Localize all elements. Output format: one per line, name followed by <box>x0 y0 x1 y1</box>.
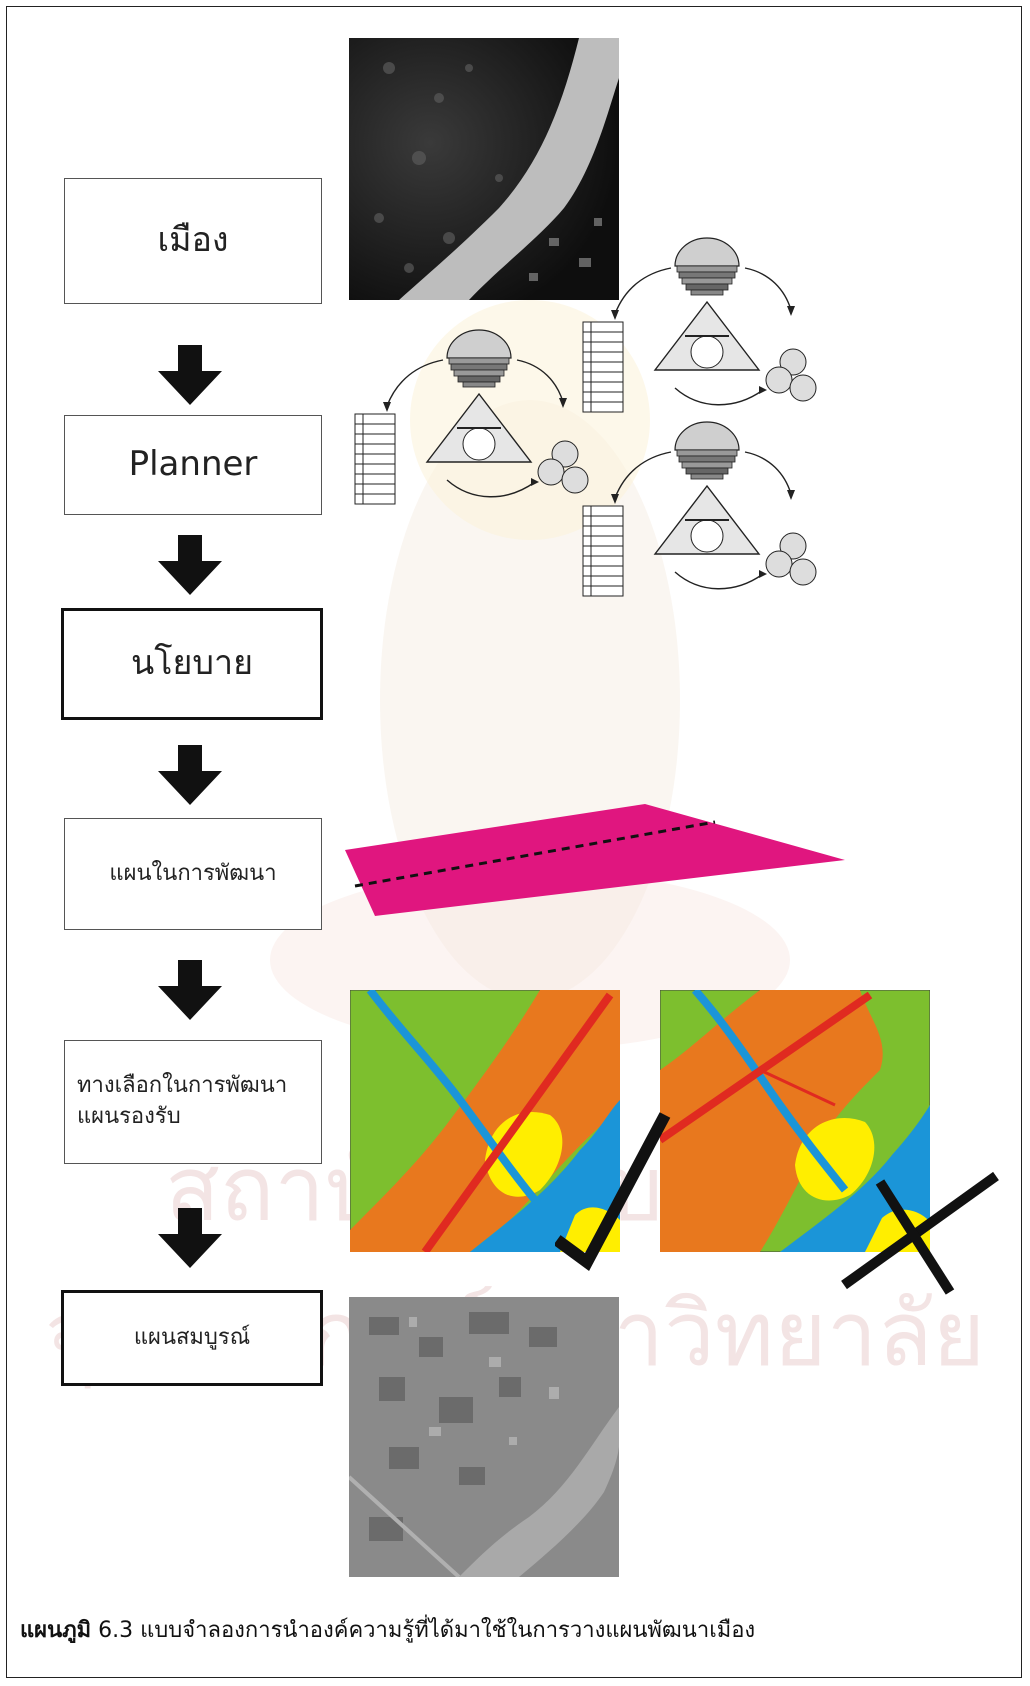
down-arrow-icon <box>158 345 222 405</box>
check-mark-icon <box>555 1112 671 1271</box>
box-alternatives: ทางเลือกในการพัฒนา แผนรองรับ <box>64 1040 322 1164</box>
box-complete-plan: แผนสมบูรณ์ <box>61 1290 323 1386</box>
planner-diagram-group <box>354 237 817 597</box>
box-dev-plan-label: แผนในการพัฒนา <box>109 860 277 886</box>
box-complete-plan-label: แผนสมบูรณ์ <box>133 1324 251 1350</box>
figure-caption: แผนภูมิ 6.3 แบบจำลองการนำองค์ความรู้ที่ไ… <box>20 1612 755 1647</box>
aerial-photo-complete-plan <box>349 1297 619 1577</box>
box-planner: Planner <box>64 415 322 515</box>
box-alternatives-line2: แผนรองรับ <box>77 1104 181 1129</box>
down-arrow-icon <box>158 960 222 1020</box>
box-policy-label: นโยบาย <box>130 643 254 684</box>
down-arrow-icon <box>158 1208 222 1268</box>
aerial-photo-city <box>349 38 619 300</box>
down-arrow-icon <box>158 535 222 595</box>
cross-mark-icon <box>841 1171 999 1295</box>
box-city: เมือง <box>64 178 322 304</box>
box-alternatives-line1: ทางเลือกในการพัฒนา <box>77 1073 288 1099</box>
caption-number: 6.3 <box>98 1618 134 1643</box>
box-dev-plan: แผนในการพัฒนา <box>64 818 322 930</box>
figure-frame <box>6 6 1022 1678</box>
caption-text: แบบจำลองการนำองค์ความรู้ที่ได้มาใช้ในการ… <box>140 1618 756 1643</box>
caption-label: แผนภูมิ <box>20 1618 92 1643</box>
box-city-label: เมือง <box>157 220 229 261</box>
alternative-map-2 <box>660 990 930 1252</box>
box-planner-label: Planner <box>128 444 258 485</box>
development-plan-sheet <box>345 804 845 916</box>
box-policy: นโยบาย <box>61 608 323 720</box>
down-arrow-icon <box>158 745 222 805</box>
